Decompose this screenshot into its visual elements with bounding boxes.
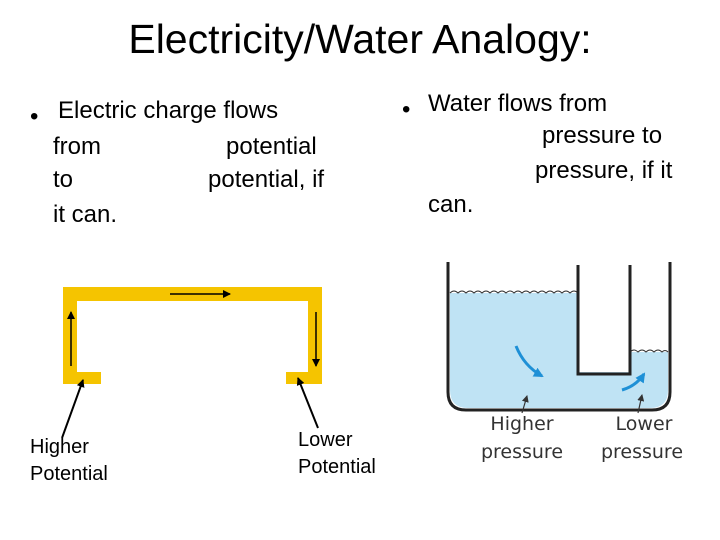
tank-divider xyxy=(576,265,632,376)
water-surface-low xyxy=(629,349,669,353)
right-bullet-line4: can. xyxy=(428,191,474,218)
slide-title: Electricity/Water Analogy: xyxy=(128,16,592,62)
lower-potential-label-line2: Potential xyxy=(298,456,376,478)
left-bullet-line1: Electric charge flows xyxy=(58,97,279,124)
higher-pressure-label-line2: pressure xyxy=(480,441,564,463)
water-flow-arrow-right xyxy=(621,372,646,392)
wire-left-foot xyxy=(63,372,101,384)
lower-pressure-label-line2: pressure xyxy=(600,441,684,463)
bullet-dot-right: • xyxy=(402,96,411,123)
higher-potential-label-line1: Higher xyxy=(30,436,89,458)
bullet-dot-left: • xyxy=(30,103,39,130)
right-bullet-line3: pressure, if it xyxy=(535,157,673,184)
water-surface-high xyxy=(449,290,579,294)
right-bullet-line2: pressure to xyxy=(542,122,663,149)
wire-right-foot xyxy=(286,372,322,384)
circuit-wire xyxy=(63,287,322,384)
wire-left xyxy=(63,287,77,383)
right-bullet-line1: Water flows from xyxy=(428,90,608,117)
lower-potential-pointer xyxy=(296,377,319,429)
water-flow-arrow-left xyxy=(514,345,544,378)
left-bullet-to: to xyxy=(53,166,74,193)
wire-right xyxy=(308,287,322,383)
higher-potential-label-line2: Potential xyxy=(30,463,108,485)
left-bullet-potential-2: potential, if xyxy=(208,166,325,193)
lower-pressure-pointer xyxy=(637,394,645,414)
water-body xyxy=(450,293,668,408)
lower-pressure-label-line1: Lower xyxy=(615,413,673,435)
higher-pressure-pointer xyxy=(521,395,529,414)
left-bullet-potential-1: potential xyxy=(226,133,317,160)
left-bullet-line4: it can. xyxy=(53,201,118,228)
tank-outer-wall xyxy=(446,262,672,412)
left-bullet-from: from xyxy=(53,133,101,160)
water-tank xyxy=(446,262,672,412)
higher-pressure-label-line1: Higher xyxy=(490,413,554,435)
lower-potential-label-line1: Lower xyxy=(298,429,353,451)
higher-potential-pointer xyxy=(61,379,85,439)
